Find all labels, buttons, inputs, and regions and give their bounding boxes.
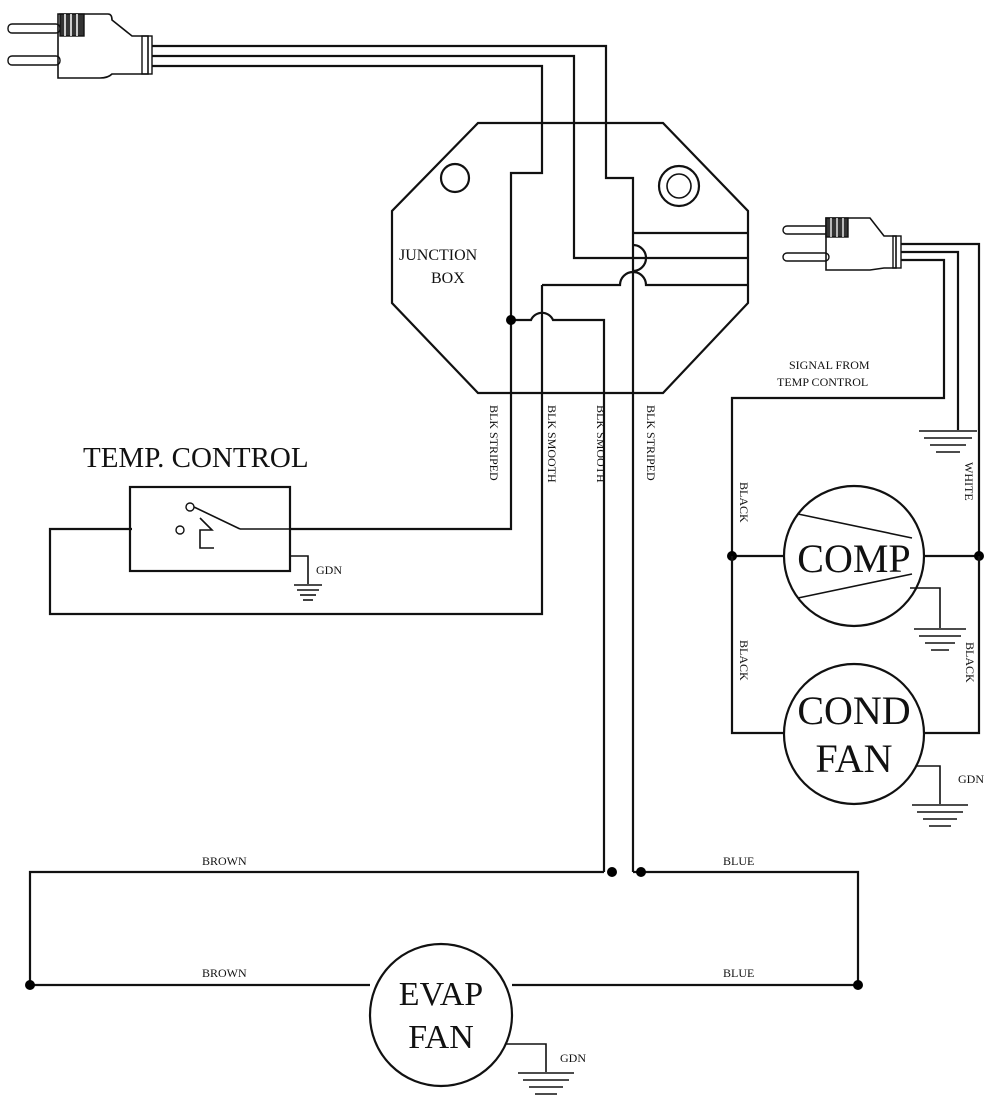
evap-fan-gnd-label: GDN <box>560 1051 586 1065</box>
junction-box-label-line2: BOX <box>431 270 465 287</box>
condensing-plug <box>782 217 902 271</box>
junction-box-internal-wiring <box>511 231 748 393</box>
signal-label-line1: SIGNAL FROM <box>789 358 870 372</box>
condenser-fan-label-line2: FAN <box>815 736 892 781</box>
evap-fan: EVAP FAN <box>368 942 514 1088</box>
compressor-label: COMP <box>797 536 910 581</box>
wire-label-black-upper: BLACK <box>737 482 751 523</box>
evap-fan-wiring <box>25 867 863 990</box>
compressor: COMP <box>727 484 984 628</box>
wire-label-blk-smooth-left: BLK SMOOTH <box>545 405 559 483</box>
condenser-fan-ground: GDN <box>912 765 984 827</box>
wire-label-blk-striped-left: BLK STRIPED <box>487 405 501 481</box>
temp-control: TEMP. CONTROL <box>83 442 309 573</box>
temp-control-title: TEMP. CONTROL <box>83 442 309 474</box>
condenser-fan-label-line1: COND <box>797 688 910 733</box>
main-cord-wires <box>152 44 748 393</box>
cord-ground <box>919 430 977 453</box>
junction-box-label-line1: JUNCTION <box>399 247 478 264</box>
temp-control-ground: GDN <box>290 555 342 601</box>
wire-label-blue-top: BLUE <box>723 854 754 868</box>
evap-fan-ground: GDN <box>505 1043 586 1095</box>
wire-label-blue-bottom: BLUE <box>723 966 754 980</box>
junction-box: JUNCTION BOX <box>390 121 750 395</box>
evap-fan-label-line1: EVAP <box>399 976 483 1013</box>
wire-label-black-lower: BLACK <box>737 640 751 681</box>
junction-box-outgoing-wires <box>48 315 635 872</box>
wire-label-blk-striped-right: BLK STRIPED <box>644 405 658 481</box>
compressor-ground <box>910 587 966 651</box>
condensing-cord-wires <box>730 242 981 556</box>
wire-label-brown-top: BROWN <box>202 854 247 868</box>
temp-control-gnd-label: GDN <box>316 563 342 577</box>
evap-fan-label-line2: FAN <box>408 1019 474 1056</box>
main-power-plug <box>7 13 153 79</box>
wire-label-blk-smooth-right: BLK SMOOTH <box>594 405 608 483</box>
condenser-fan: COND FAN <box>730 556 981 806</box>
wire-label-black-right: BLACK <box>963 642 977 683</box>
wire-label-white: WHITE <box>962 462 976 501</box>
signal-label-line2: TEMP CONTROL <box>777 375 868 389</box>
condenser-fan-gnd-label: GDN <box>958 772 984 786</box>
wire-label-brown-bottom: BROWN <box>202 966 247 980</box>
